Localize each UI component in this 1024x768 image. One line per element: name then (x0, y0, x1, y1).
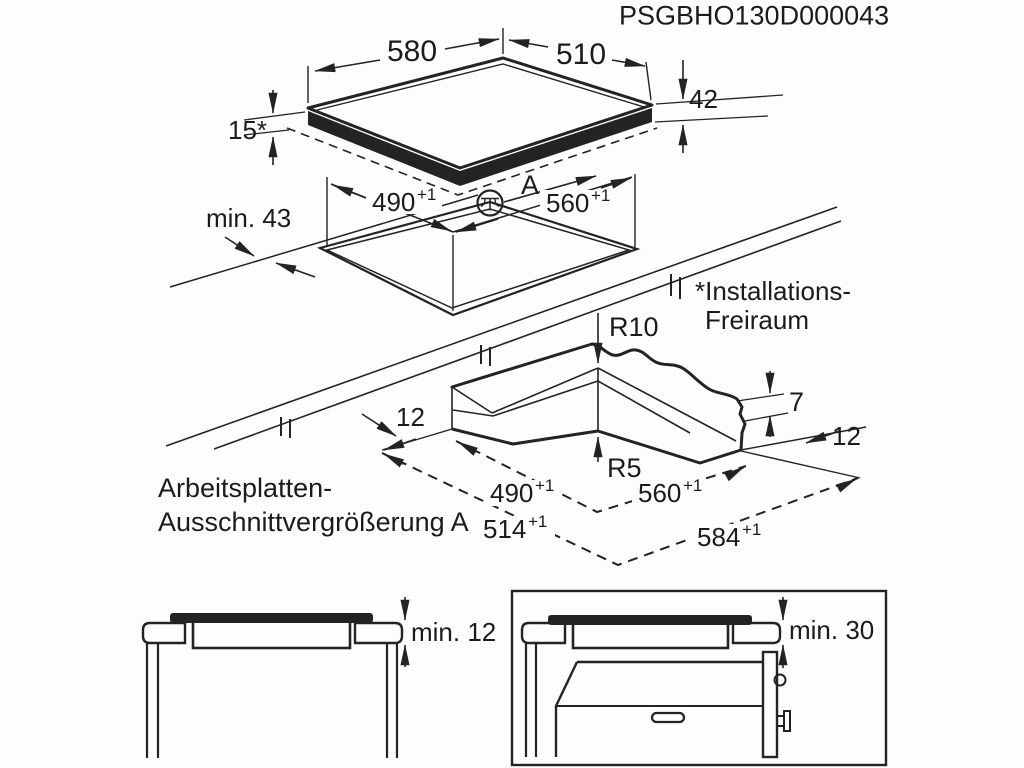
dim-detail-outer-depth: 584 (697, 522, 740, 552)
oven-handle-knob (783, 710, 791, 732)
dim-detail-outer-depth-tol: +1 (742, 520, 761, 539)
hob-glass-bar (170, 613, 373, 623)
dim-radius-top: R10 (609, 312, 659, 342)
break-mark (670, 274, 681, 299)
detail-caption: Arbeitsplatten- Ausschnittvergrößerung A (158, 473, 469, 537)
hob-glass-edge-line (316, 63, 645, 111)
dim-hob-width: 580 (387, 35, 437, 68)
break-mark (280, 417, 291, 438)
dim-detail-outer-width-tol: +1 (528, 512, 547, 531)
hob-isometric-view: 580 510 42 15* (228, 28, 784, 196)
oven (554, 650, 791, 759)
detail-a-view: R10 R5 7 12 12 490 +1 560 +1 514 +1 584 … (361, 312, 867, 567)
oven-clearance-view: min. 30 (510, 589, 888, 767)
dim-detail-inner-depth-tol: +1 (683, 476, 702, 495)
installation-note: *Installations- Freiraum (695, 276, 851, 335)
dim-cutout-clearance: min. 43 (206, 203, 291, 233)
worktop-edge-lines (165, 206, 842, 450)
hob-glass-surface (306, 56, 654, 170)
dim-detail-inner-width-tol: +1 (535, 476, 554, 495)
outer-dim-line (381, 452, 859, 567)
detail-ref-arrow (503, 175, 597, 203)
oven-door-handle (650, 711, 686, 724)
dim-cutout-width-tol: +1 (417, 185, 436, 204)
dim-hob-height: 42 (689, 84, 718, 114)
dim-margin-right: 12 (832, 421, 861, 451)
hob-glass-bar (548, 615, 752, 625)
dim-detail-inner-depth: 560 (638, 478, 681, 508)
dim-radius-bottom: R5 (607, 453, 642, 483)
note-line2: Freiraum (705, 305, 809, 335)
dim-cutout-width: 490 (372, 187, 415, 217)
dim-oven-clearance: min. 30 (789, 615, 874, 645)
dim-cutout-depth-tol: +1 (591, 186, 610, 205)
detail-ref-label: A (521, 170, 539, 200)
caption-line1: Arbeitsplatten- (158, 473, 332, 503)
dim-hob-lip: 15* (228, 115, 267, 145)
document-code: PSGBHO130D000043 (619, 1, 889, 31)
dim-hob-depth: 510 (556, 38, 606, 71)
dim-worktop-thickness: min. 12 (411, 617, 496, 647)
oven-side-panel (761, 650, 779, 759)
caption-line2: Ausschnittvergrößerung A (158, 507, 469, 537)
hob-center-symbol (480, 197, 500, 211)
break-mark (480, 345, 491, 366)
cutout-outer-edge (316, 200, 641, 317)
dim-detail-inner-width: 490 (490, 478, 533, 508)
dim-rebate-depth: 7 (789, 387, 804, 417)
hob-center-icon (476, 189, 504, 217)
side-clearance-view: min. 12 (141, 597, 496, 758)
view-frame (510, 589, 888, 767)
oven-knob (773, 673, 787, 687)
hob-side-band (308, 108, 652, 186)
dim-cutout-depth: 560 (546, 188, 589, 218)
cutout-isometric-view: min. 43 490 +1 560 +1 A (169, 170, 641, 317)
hob-hidden-outline (286, 127, 658, 196)
dim-margin-left: 12 (396, 402, 425, 432)
dim-detail-outer-width: 514 (483, 514, 526, 544)
broken-edge (591, 342, 747, 451)
note-line1: *Installations- (695, 276, 851, 306)
